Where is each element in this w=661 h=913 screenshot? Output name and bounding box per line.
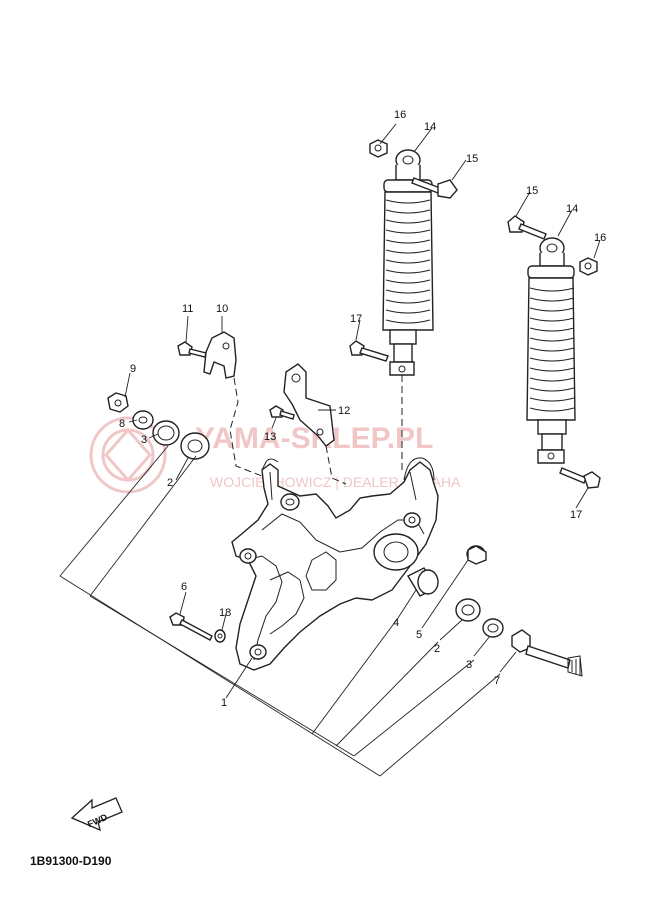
leader-lines bbox=[59, 123, 601, 777]
bearing-2-left bbox=[180, 432, 210, 460]
watermark-logo bbox=[89, 416, 167, 494]
collar-4 bbox=[407, 567, 439, 597]
callout-4: 4 bbox=[393, 617, 399, 629]
bolt-15-left bbox=[411, 177, 458, 199]
callout-5: 5 bbox=[416, 629, 422, 641]
callouts: 9 8 3 2 16 14 15 15 14 16 17 17 11 10 12… bbox=[119, 109, 606, 709]
bracket-10 bbox=[203, 331, 237, 379]
bolt-6 bbox=[169, 612, 213, 641]
assembly-dashed-lines bbox=[229, 375, 403, 485]
callout-2-left: 2 bbox=[167, 477, 173, 489]
callout-9: 9 bbox=[130, 363, 136, 375]
callout-7: 7 bbox=[494, 675, 500, 687]
callout-15-left: 15 bbox=[466, 153, 478, 165]
washer-18 bbox=[214, 629, 226, 643]
callout-10: 10 bbox=[216, 303, 228, 315]
callout-14-right: 14 bbox=[566, 203, 578, 215]
bolt-17-right bbox=[559, 467, 601, 489]
bolt-17-left bbox=[349, 340, 389, 362]
nut-16-right bbox=[579, 257, 598, 276]
collar-5 bbox=[466, 545, 487, 565]
shock-absorber-left bbox=[382, 149, 434, 376]
nut-16-left bbox=[369, 139, 388, 158]
bearing-3-left bbox=[152, 420, 180, 446]
callout-16-left: 16 bbox=[394, 109, 406, 121]
rear-arm-assembly bbox=[231, 457, 439, 671]
bolt-15-right bbox=[507, 215, 547, 240]
callout-13: 13 bbox=[264, 431, 276, 443]
callout-11: 11 bbox=[182, 303, 193, 315]
callout-8: 8 bbox=[119, 418, 125, 430]
callout-3-left: 3 bbox=[141, 434, 147, 446]
callout-17-right: 17 bbox=[570, 509, 582, 521]
collar-8 bbox=[132, 410, 154, 430]
callout-18: 18 bbox=[219, 607, 231, 619]
callout-16-right: 16 bbox=[594, 232, 606, 244]
diagram-code: 1B91300-D190 bbox=[30, 854, 112, 868]
callout-1: 1 bbox=[221, 697, 227, 709]
shock-absorber-right bbox=[526, 237, 576, 464]
fwd-arrow-icon: FWD bbox=[70, 797, 123, 832]
callout-6: 6 bbox=[181, 581, 187, 593]
bolt-11 bbox=[177, 341, 207, 358]
axle-7 bbox=[511, 629, 583, 677]
bearing-3-right bbox=[482, 618, 504, 638]
callout-2-right: 2 bbox=[434, 643, 440, 655]
callout-3-right: 3 bbox=[466, 659, 472, 671]
bolt-13 bbox=[269, 405, 295, 420]
callout-17-left: 17 bbox=[350, 313, 362, 325]
callout-14-left: 14 bbox=[424, 121, 436, 133]
callout-12: 12 bbox=[338, 405, 350, 417]
bracket-12 bbox=[283, 363, 335, 447]
callout-15-right: 15 bbox=[526, 185, 538, 197]
nut-9 bbox=[107, 392, 129, 413]
bearing-2-right bbox=[455, 598, 481, 622]
